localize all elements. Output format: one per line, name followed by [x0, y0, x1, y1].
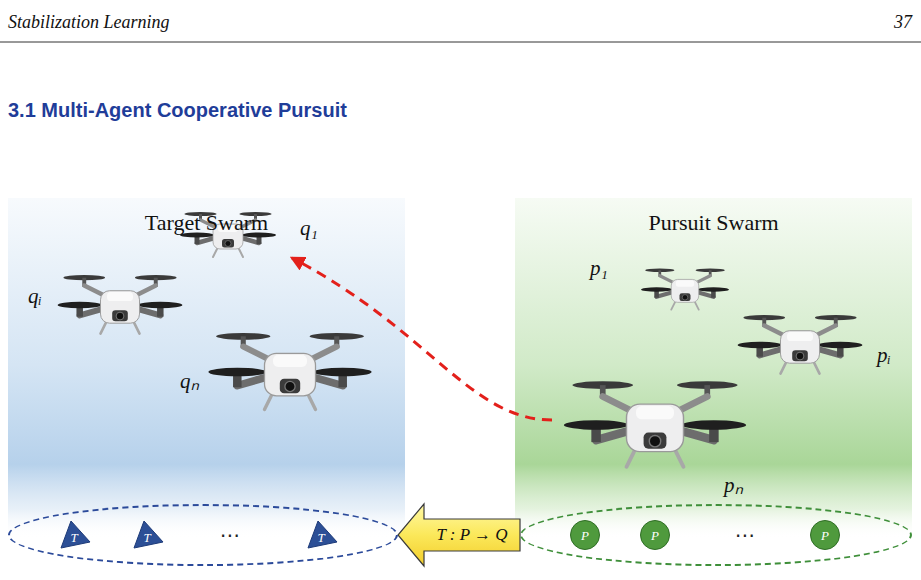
drone-pi — [738, 315, 863, 374]
swarm-ellipse: ⋯ P P P — [520, 504, 912, 566]
triangle-letter: T — [317, 531, 324, 544]
agent-label: pₙ — [724, 470, 743, 498]
agent-label: pᵢ — [877, 343, 891, 368]
triangle-letter: T — [143, 531, 150, 544]
agent-label: qₙ — [180, 366, 199, 394]
header-rule — [0, 42, 921, 43]
pursuit-panel-fill — [515, 198, 912, 568]
pursuer-circle: P — [810, 520, 840, 550]
pursuer-circle: P — [640, 520, 670, 550]
agent-label: q₁ — [300, 216, 318, 241]
mapping-arrow — [398, 504, 520, 566]
swarm-ellipse: ⋯ T T T — [8, 504, 398, 566]
swarm-panel: Pursuit Swarm ⋯ P P P — [515, 198, 912, 568]
page-number: 37 — [894, 12, 912, 33]
target-triangle: T — [58, 518, 92, 552]
triangle-fill — [61, 521, 90, 548]
ellipsis-text: ⋯ — [735, 523, 755, 547]
circle-letter: P — [651, 529, 659, 542]
agent-label: p₁ — [590, 256, 608, 281]
triangle-fill — [134, 521, 163, 548]
circle-letter: P — [581, 529, 589, 542]
drone-pn — [564, 381, 746, 467]
triangle-letter: T — [70, 531, 77, 544]
pursuer-circle: P — [570, 520, 600, 550]
drone-p1 — [641, 268, 729, 309]
panel-title: Target Swarm — [8, 210, 405, 236]
target-panel-fill — [8, 198, 405, 568]
target-triangle: T — [131, 518, 165, 552]
target-triangle: T — [305, 518, 339, 552]
panel-title: Pursuit Swarm — [515, 210, 912, 236]
triangle-fill — [308, 521, 337, 548]
running-header: Stabilization Learning — [8, 12, 170, 33]
drone-qn — [208, 333, 371, 410]
pursuit-arrow — [292, 258, 552, 420]
agent-label: qᵢ — [28, 284, 42, 309]
mapping-label: T : P → Q — [436, 526, 507, 545]
drone-qi — [58, 275, 183, 334]
swarm-panel: Target Swarm ⋯ T T T — [8, 198, 405, 568]
section-title: 3.1 Multi-Agent Cooperative Pursuit — [8, 99, 347, 122]
ellipsis-text: ⋯ — [220, 523, 240, 547]
circle-letter: P — [821, 529, 829, 542]
